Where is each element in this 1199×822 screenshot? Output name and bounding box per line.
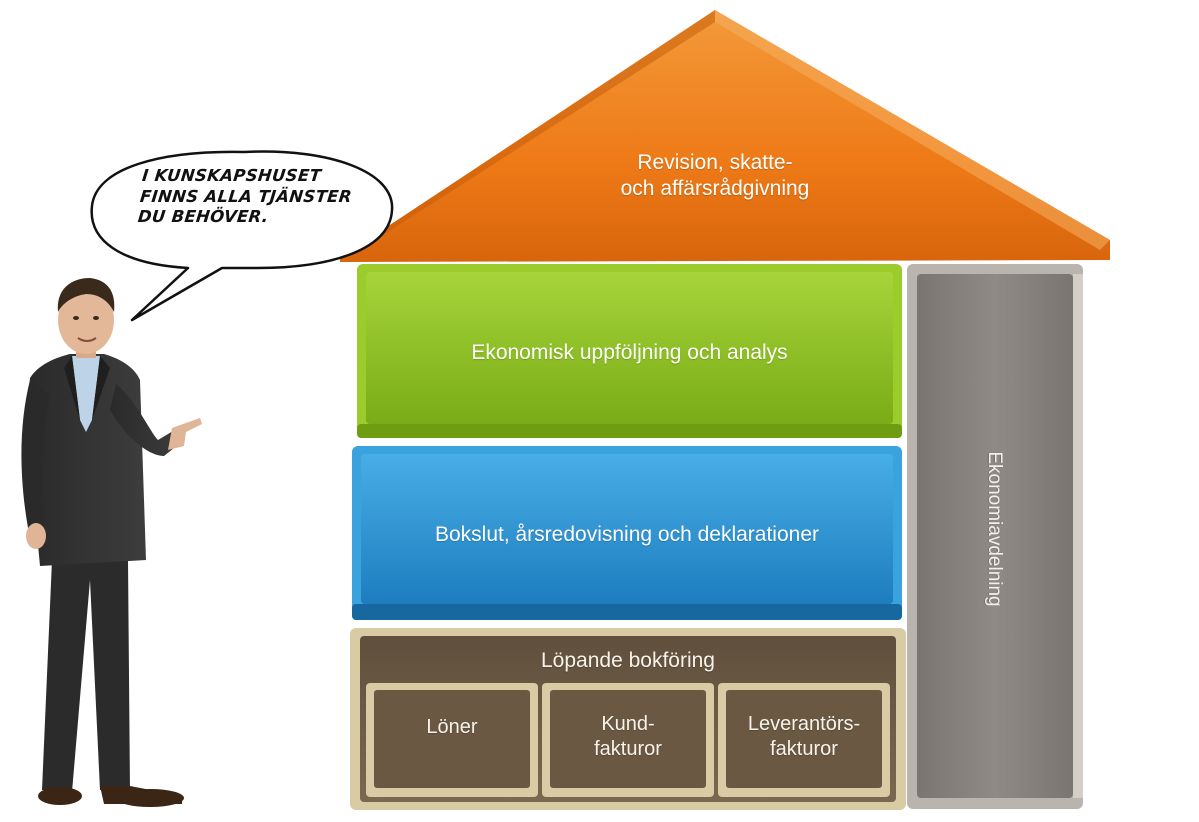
speech-bubble xyxy=(90,150,394,322)
roof xyxy=(340,10,1110,262)
base-box-leverantorsfakturor: Leverantörs- fakturor xyxy=(747,713,861,760)
side-box-label: Ekonomiavdelning xyxy=(984,451,1005,607)
base-box-kundfakturor: Kund- fakturor xyxy=(594,713,662,760)
base-box-loner: Löner xyxy=(426,716,478,738)
side-box xyxy=(907,264,1083,809)
roof-label: Revision, skatte- och affärsrådgivning xyxy=(620,151,810,201)
blue-box xyxy=(352,446,902,620)
green-box xyxy=(357,264,902,438)
blue-box-label: Bokslut, årsredovisning och deklaratione… xyxy=(434,523,820,546)
base-title: Löpande bokföring xyxy=(541,649,715,672)
businessman-figure xyxy=(21,278,202,807)
base-box xyxy=(350,628,906,810)
speech-bubble-text: I KUNSKAPSHUSET FINNS ALLA TJÄNSTER DU B… xyxy=(136,166,353,227)
green-box-label: Ekonomisk uppföljning och analys xyxy=(471,341,788,364)
